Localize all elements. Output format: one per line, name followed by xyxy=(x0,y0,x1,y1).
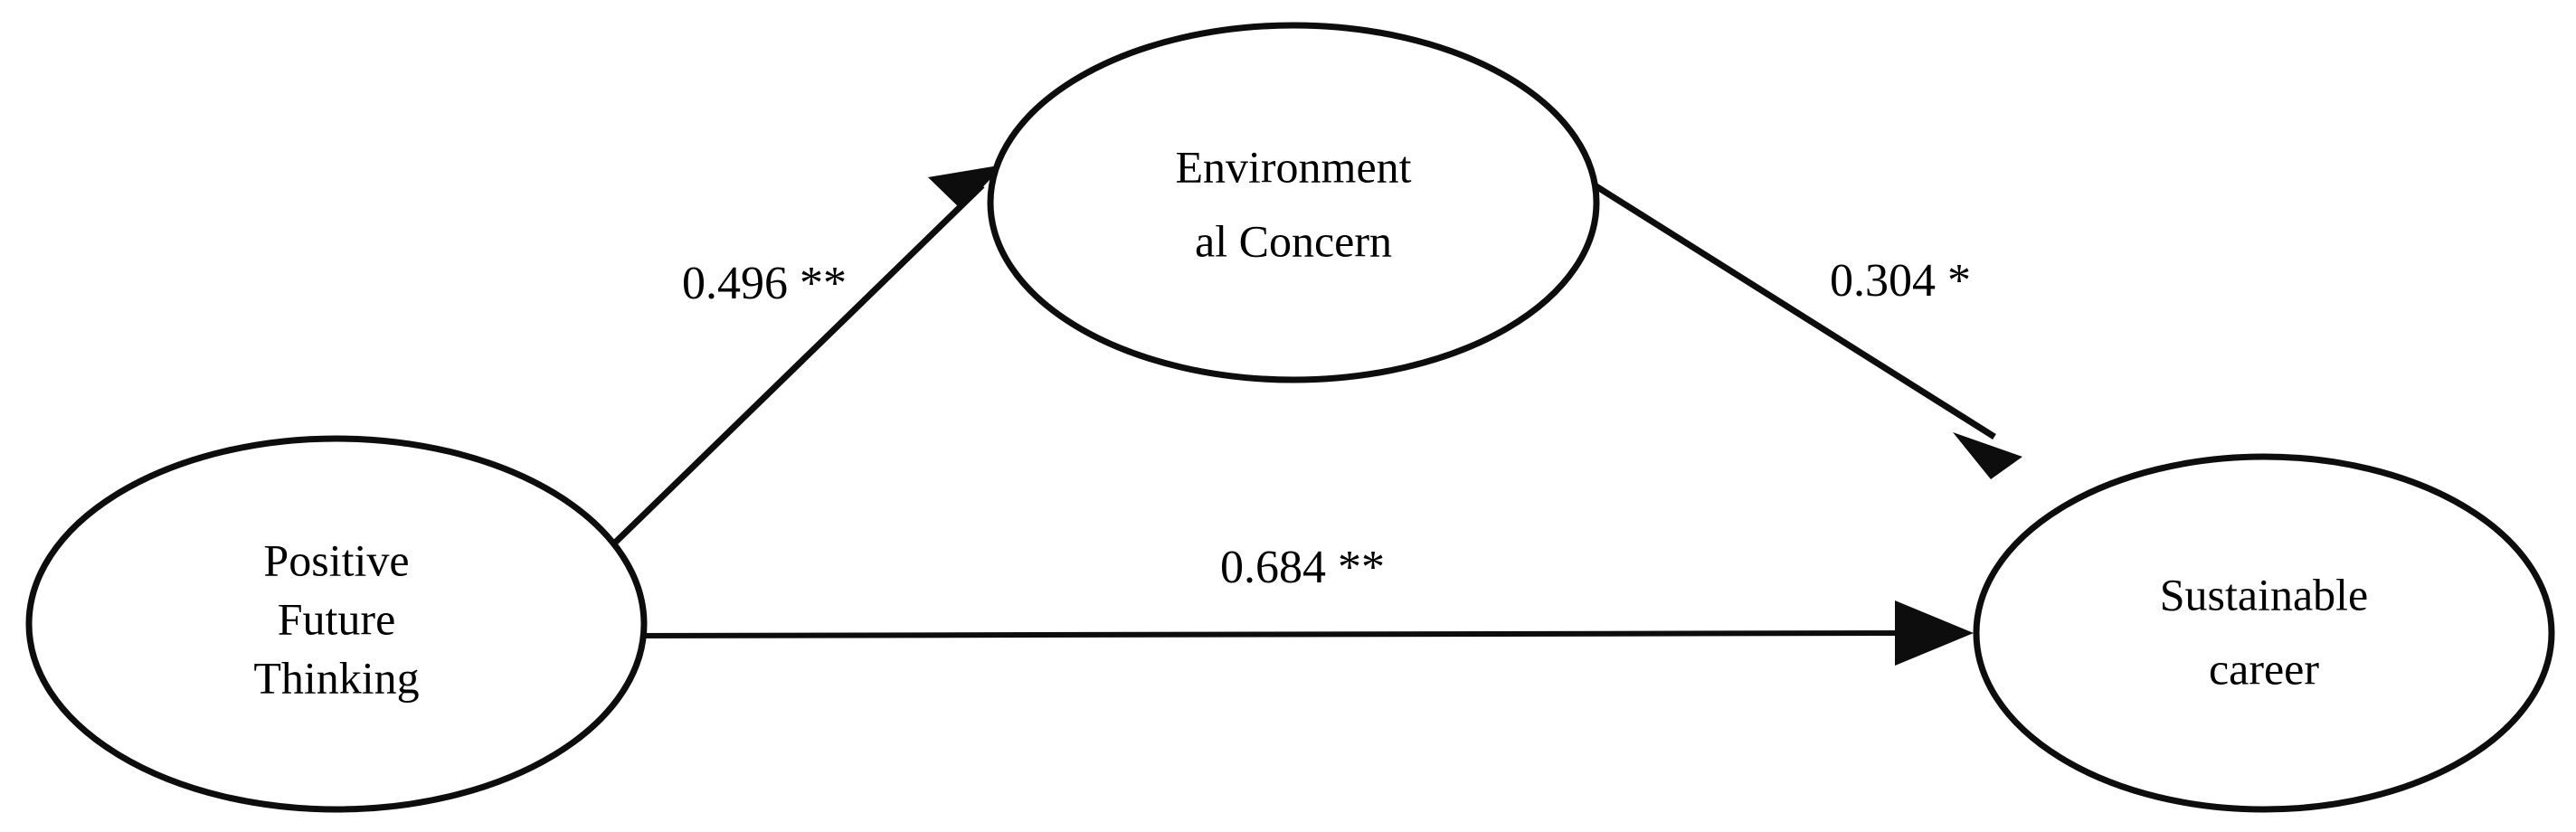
node-positive-future-thinking-line3: Thinking xyxy=(253,652,419,703)
node-positive-future-thinking-line2: Future xyxy=(278,593,396,644)
edge-pft-to-sc-line xyxy=(630,630,1909,638)
node-environmental-concern-line1: Environment xyxy=(1175,141,1411,192)
node-sustainable-career[interactable]: Sustainable career xyxy=(1973,453,2555,813)
node-environmental-concern-ellipse xyxy=(987,22,1600,383)
edge-ec-to-sc-arrowhead-icon xyxy=(1953,432,2022,479)
node-environmental-concern-line2: al Concern xyxy=(1195,215,1392,266)
node-sustainable-career-line2: career xyxy=(2209,643,2319,694)
edge-label-pft-to-ec: 0.496 ** xyxy=(682,258,847,309)
edge-pft-to-ec[interactable]: 0.496 ** xyxy=(612,165,1004,545)
edge-pft-to-sc-arrowhead-icon xyxy=(1895,600,1974,666)
edge-ec-to-sc-line xyxy=(1583,176,1996,440)
node-positive-future-thinking-line1: Positive xyxy=(263,534,409,585)
edge-pft-to-ec-arrowhead-icon xyxy=(928,165,1004,210)
edge-label-pft-to-sc: 0.684 ** xyxy=(1220,542,1385,593)
node-positive-future-thinking-ellipse xyxy=(25,435,648,813)
node-sustainable-career-ellipse xyxy=(1973,453,2555,813)
node-sustainable-career-line1: Sustainable xyxy=(2160,569,2369,619)
edge-pft-to-sc[interactable]: 0.684 ** xyxy=(630,542,1974,666)
edge-label-ec-to-sc: 0.304 * xyxy=(1830,255,1971,307)
node-environmental-concern[interactable]: Environment al Concern xyxy=(987,22,1600,383)
edge-pft-to-ec-line xyxy=(612,183,985,545)
edge-ec-to-sc[interactable]: 0.304 * xyxy=(1583,176,2022,479)
node-positive-future-thinking[interactable]: Positive Future Thinking xyxy=(25,435,648,813)
